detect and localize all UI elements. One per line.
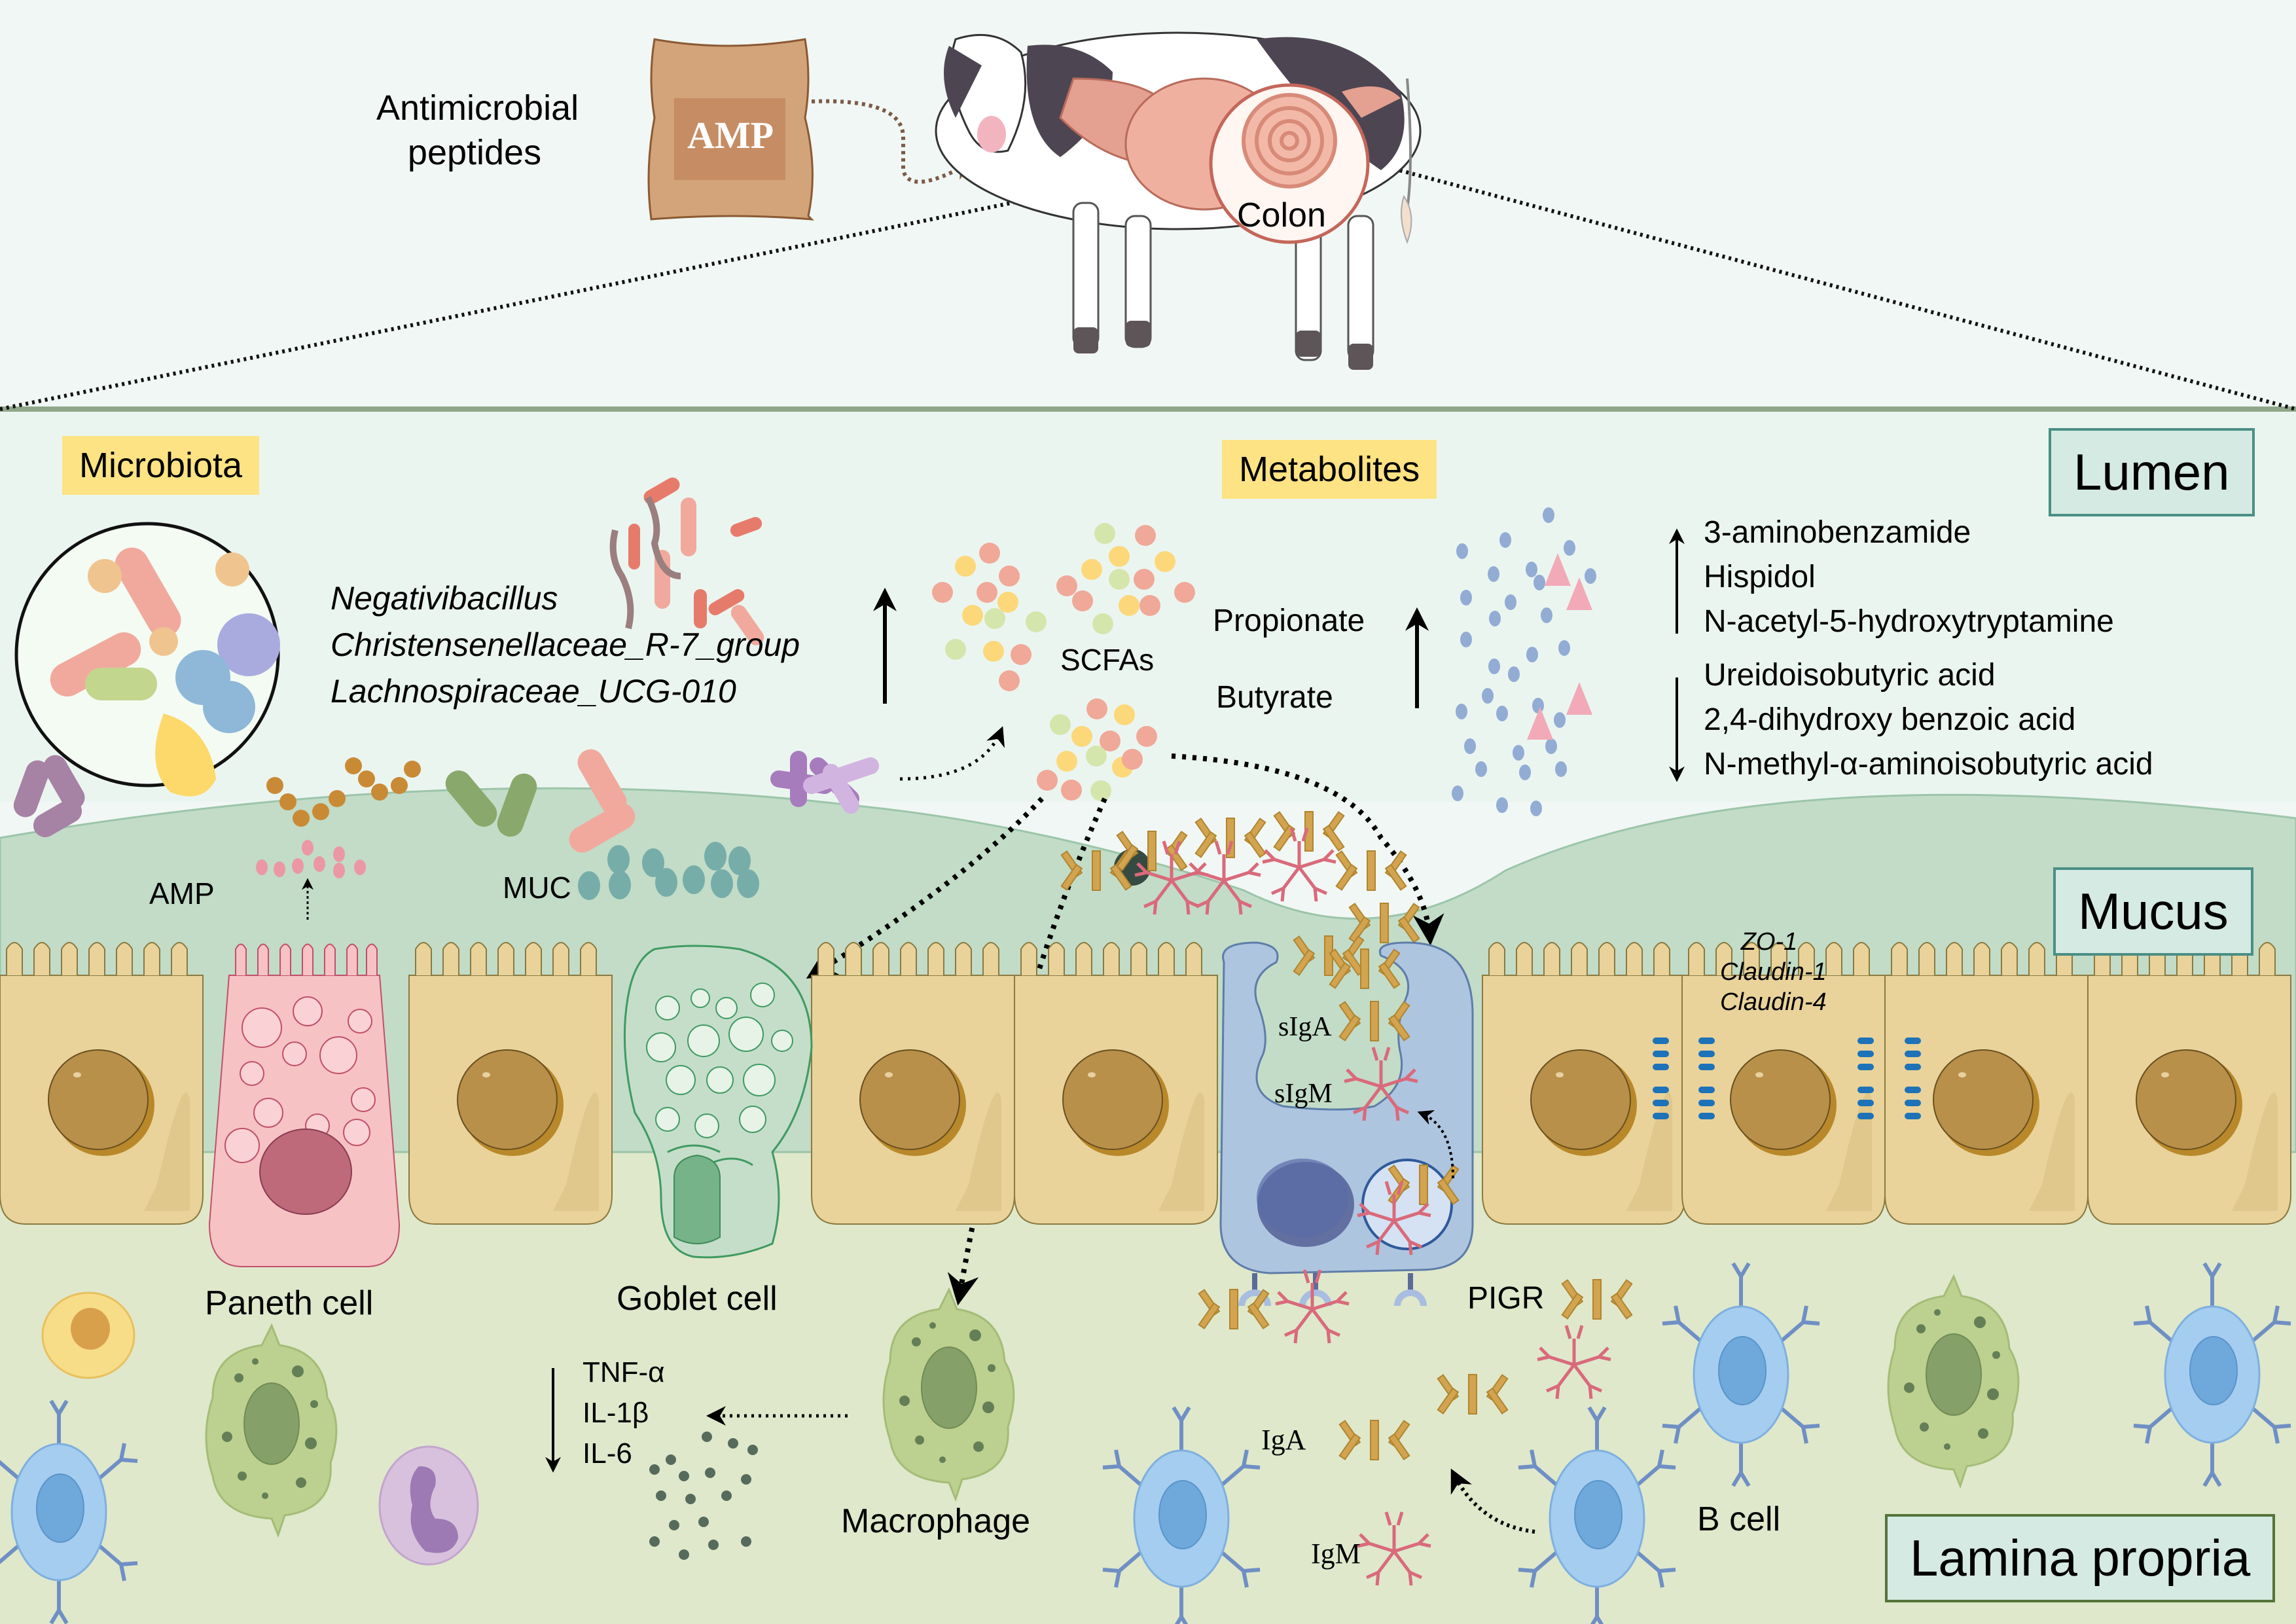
lamina-cells	[0, 1263, 2291, 1624]
supplement-label-line1: Antimicrobial	[376, 88, 579, 128]
cytokine-list: TNF-α IL-1β IL-6	[583, 1358, 665, 1468]
amp-mucus-label: AMP	[149, 876, 215, 911]
increased-metabolites-list: 3-aminobenzamide Hispidol N-acetyl-5-hyd…	[1704, 517, 2114, 638]
propionate-label: Propionate	[1213, 604, 1365, 638]
taxa-list: Negativibacillus Christensenellaceae_R-7…	[331, 580, 800, 710]
macrophage-label: Macrophage	[841, 1502, 1031, 1540]
cytokine-item: TNF-α	[583, 1356, 665, 1388]
scfa-particles	[932, 523, 1195, 801]
paneth-cell-label: Paneth cell	[205, 1284, 374, 1322]
amp-bag-label: AMP	[687, 114, 774, 156]
metabolite-item: N-methyl-α-aminoisobutyric acid	[1704, 747, 2153, 782]
lumen-region-label: Lumen	[2049, 428, 2255, 516]
metabolite-item: N-acetyl-5-hydroxytryptamine	[1704, 604, 2114, 639]
microbiota-heading: Microbiota	[62, 436, 260, 495]
mucin-particles	[578, 842, 759, 900]
metabolite-item: Hispidol	[1704, 560, 1816, 594]
metabolite-item: 2,4-dihydroxy benzoic acid	[1704, 702, 2076, 737]
tj-item: ZO-1	[1740, 928, 1798, 956]
zoom-line-left	[0, 162, 1205, 411]
muc-label: MUC	[503, 871, 571, 905]
cytokine-item: IL-1β	[583, 1397, 649, 1429]
bcell-to-antibody-arrow	[1450, 1468, 1535, 1534]
cytokine-particles	[649, 1432, 758, 1560]
colon-label: Colon	[1237, 196, 1326, 234]
amp-secreted-particles	[256, 840, 366, 878]
cytokine-item: IL-6	[583, 1437, 632, 1470]
mucus-antibodies	[1060, 811, 1420, 976]
supplement-arrow	[811, 99, 973, 184]
iga-label: IgA	[1261, 1424, 1306, 1456]
goblet-cell-icon	[623, 945, 813, 1259]
colon-magnifier	[1209, 83, 1370, 244]
supplement-label: Antimicrobial peptides	[376, 88, 579, 172]
decreased-metabolites-list: Ureidoisobutyric acid 2,4-dihydroxy benz…	[1704, 660, 2153, 780]
zoom-line-right	[1374, 162, 2296, 411]
microbiota-community-icon	[14, 522, 280, 797]
pigr-label: PIGR	[1467, 1281, 1545, 1316]
tight-junction-list: ZO-1 Claudin-1 Claudin-4	[1720, 928, 1827, 1016]
tj-item: Claudin-4	[1720, 988, 1827, 1016]
neutrophil-icon	[378, 1445, 479, 1566]
scfa-label: SCFAs	[1060, 643, 1155, 677]
igm-label: IgM	[1311, 1538, 1361, 1570]
metabolites-heading: Metabolites	[1222, 440, 1437, 499]
bcell-label: B cell	[1697, 1500, 1781, 1538]
taxon-item: Lachnospiraceae_UCG-010	[331, 673, 736, 710]
taxon-item: Negativibacillus	[331, 580, 558, 617]
tight-junction-proteins	[1653, 1038, 1921, 1119]
metabolite-particles	[1452, 507, 1596, 816]
lamina-propria-region-label: Lamina propria	[1885, 1514, 2276, 1602]
amp-bag-icon	[647, 38, 814, 221]
siga-label: sIgA	[1278, 1012, 1332, 1042]
transcytosis-arrow	[1417, 1110, 1454, 1179]
metabolite-item: Ureidoisobutyric acid	[1704, 658, 1996, 693]
butyrate-label: Butyrate	[1216, 680, 1333, 715]
paneth-cell-icon	[208, 943, 401, 1267]
plasma-cell-icon	[41, 1291, 135, 1379]
taxon-item: Christensenellaceae_R-7_group	[331, 626, 800, 663]
increased-taxa-bacteria	[609, 477, 764, 645]
sigm-label: sIgM	[1274, 1079, 1333, 1109]
lumen-bacteria	[13, 749, 879, 853]
supplement-label-line2: peptides	[407, 133, 542, 172]
mucus-region-label: Mucus	[2053, 867, 2253, 956]
m-cell-icon	[1219, 941, 1474, 1307]
goblet-cell-label: Goblet cell	[617, 1280, 778, 1318]
metabolite-item: 3-aminobenzamide	[1704, 515, 1971, 550]
tj-item: Claudin-1	[1720, 958, 1827, 986]
